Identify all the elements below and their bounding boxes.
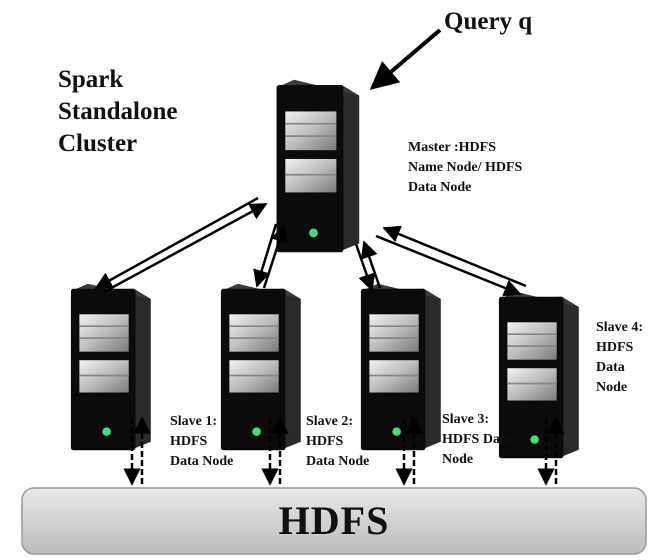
cluster-label: Spark Standalone Cluster xyxy=(58,66,178,157)
link-slave-1-master xyxy=(103,202,268,294)
slave-3-label: Slave 3: HDFS Data Node xyxy=(442,412,512,467)
master-server-icon xyxy=(275,78,361,254)
slave-4-label: Slave 4: HDFS Data Node xyxy=(596,320,644,395)
link-slave-3-master xyxy=(360,240,382,289)
slave-1-server-icon xyxy=(69,282,152,452)
master-slave-links xyxy=(94,196,527,297)
link-master-slave-1 xyxy=(94,196,259,290)
link-slave-4-master xyxy=(382,225,527,288)
hdfs-storage-bar xyxy=(21,487,647,555)
slave-1-label: Slave 1: HDFS Data Node xyxy=(170,414,234,469)
link-master-slave-3 xyxy=(354,243,376,292)
slave-3-server-icon xyxy=(359,282,442,452)
query-label: Query q xyxy=(444,8,533,35)
master-label: Master :HDFS Name Node/ HDFS Data Node xyxy=(408,140,523,195)
hdfs-label: HDFS xyxy=(278,498,390,543)
link-slave-2-master xyxy=(262,224,288,289)
link-master-slave-4 xyxy=(375,234,522,297)
slave-2-label: Slave 2: HDFS Data Node xyxy=(306,414,370,469)
query-arrow xyxy=(369,28,442,90)
slave-hdfs-links xyxy=(123,416,565,486)
